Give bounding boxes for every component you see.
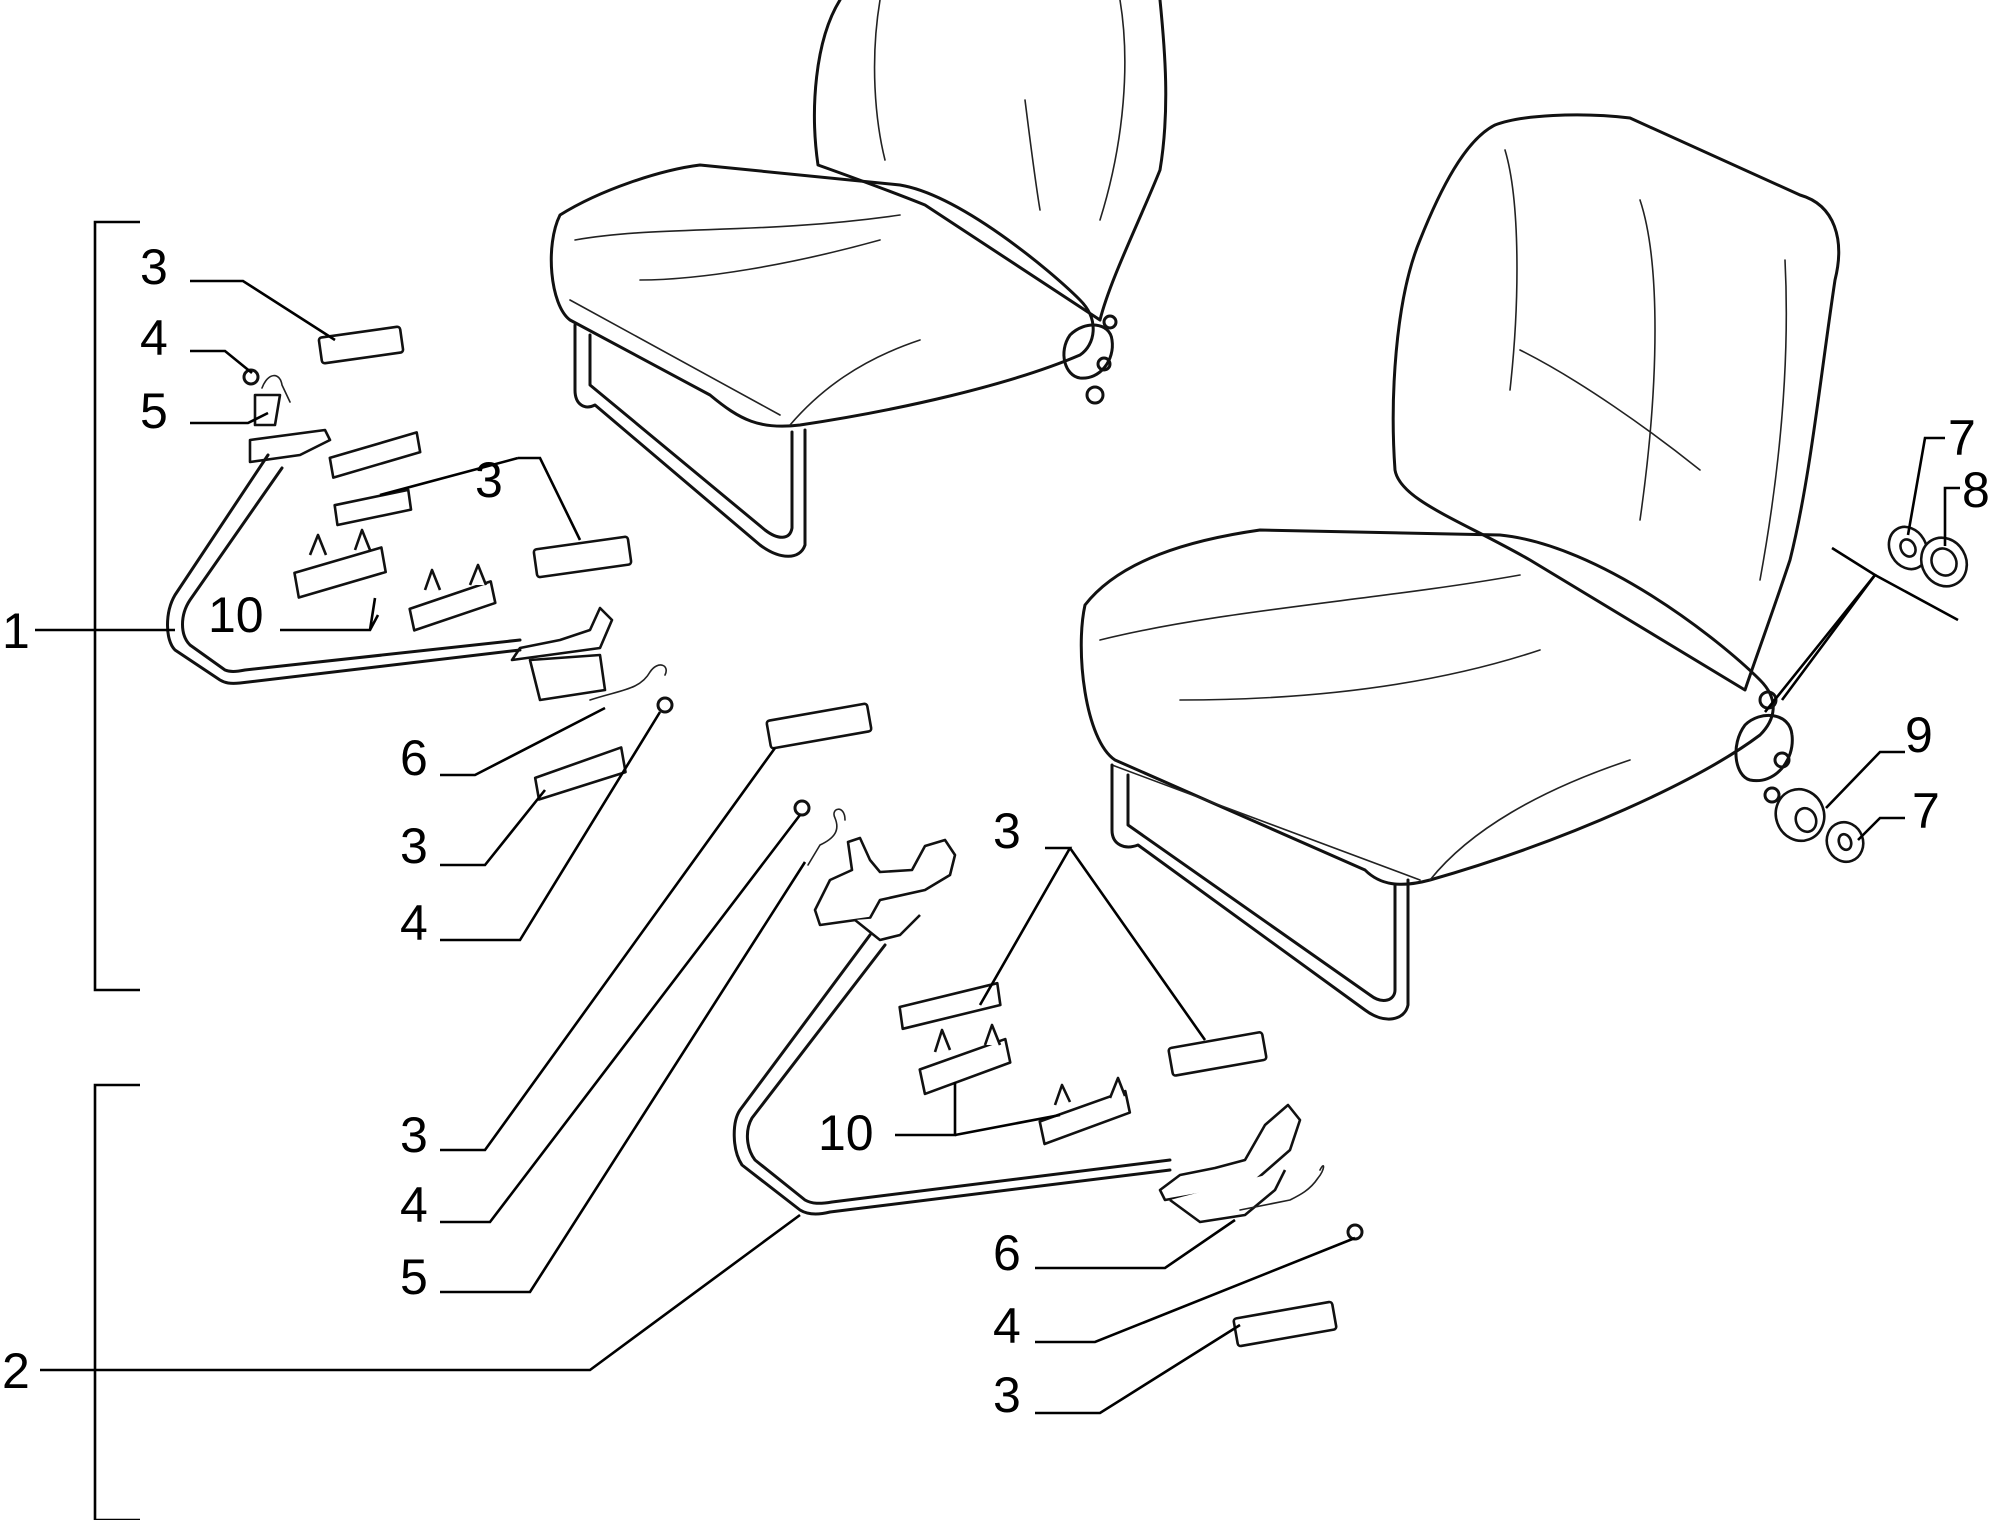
callout-3-lower-left: 3 (400, 1107, 428, 1163)
callout-10-upper-left: 10 (208, 587, 264, 643)
callout-3-lower-right-top: 3 (993, 803, 1021, 859)
group-brackets (93, 220, 140, 1520)
callout-3-upper-left-top: 3 (140, 239, 168, 295)
callout-7-right-top: 7 (1948, 410, 1976, 466)
lower-rail-assembly (732, 702, 1364, 1348)
leader-lines (35, 279, 1960, 1415)
callout-5-upper-left: 5 (140, 383, 168, 439)
upper-left-rail-assembly (166, 325, 674, 801)
callout-9-right: 9 (1905, 707, 1933, 763)
callout-4-upper-left-low: 4 (400, 895, 428, 951)
callout-8-right: 8 (1962, 462, 1990, 518)
callout-labels: 1 2 3 4 5 3 10 6 3 4 3 4 5 3 10 6 4 3 7 … (2, 239, 1990, 1423)
callout-6-upper-left: 6 (400, 730, 428, 786)
callout-4-upper-left-top: 4 (140, 310, 168, 366)
callout-4-lower-left: 4 (400, 1177, 428, 1233)
callout-3-lower-right-bottom: 3 (993, 1367, 1021, 1423)
right-seat-illustration (1079, 113, 1841, 1021)
callout-6-lower-right: 6 (993, 1225, 1021, 1281)
callout-4-lower-right: 4 (993, 1298, 1021, 1354)
callout-2: 2 (2, 1343, 30, 1399)
callout-5-lower-left: 5 (400, 1249, 428, 1305)
callout-7-right-bottom: 7 (1912, 783, 1940, 839)
callout-3-upper-left-middle: 3 (475, 452, 503, 508)
callout-3-upper-left-low: 3 (400, 818, 428, 874)
recliner-hardware (1774, 525, 1969, 864)
callout-1: 1 (2, 603, 30, 659)
left-seat-illustration (549, 0, 1168, 558)
callout-10-lower-right: 10 (818, 1105, 874, 1161)
